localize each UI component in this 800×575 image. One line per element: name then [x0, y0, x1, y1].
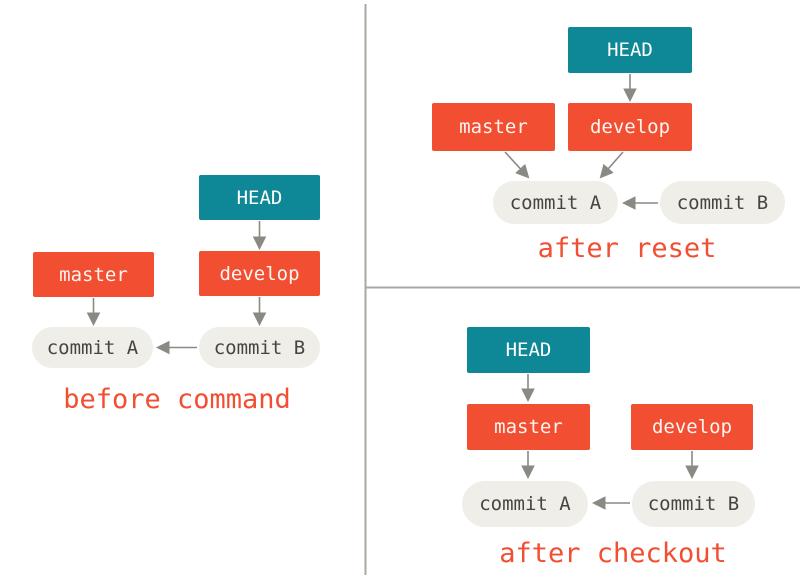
node-commit-a-checkout: commit A	[462, 481, 588, 527]
node-head-checkout: HEAD	[467, 327, 590, 373]
node-master-checkout: master	[467, 404, 590, 450]
node-head-reset: HEAD	[568, 27, 692, 73]
node-develop-reset: develop	[568, 103, 692, 151]
node-commit-b-checkout: commit B	[632, 481, 755, 527]
caption-after-reset: after reset	[537, 233, 717, 264]
node-develop-checkout: develop	[631, 404, 753, 450]
node-master-reset: master	[432, 103, 555, 151]
caption-after-checkout: after checkout	[499, 538, 727, 569]
arrow-develop-to-commit-a-reset	[599, 151, 624, 179]
arrow-master-to-commit-a-reset	[504, 151, 530, 179]
node-master-before: master	[33, 252, 154, 297]
caption-before-command: before command	[63, 384, 291, 415]
node-commit-a-before: commit A	[32, 327, 153, 368]
node-commit-b-reset: commit B	[660, 181, 785, 224]
node-commit-a-reset: commit A	[493, 181, 618, 224]
node-develop-before: develop	[199, 251, 320, 296]
node-commit-b-before: commit B	[199, 327, 320, 368]
node-head-before: HEAD	[199, 175, 320, 220]
